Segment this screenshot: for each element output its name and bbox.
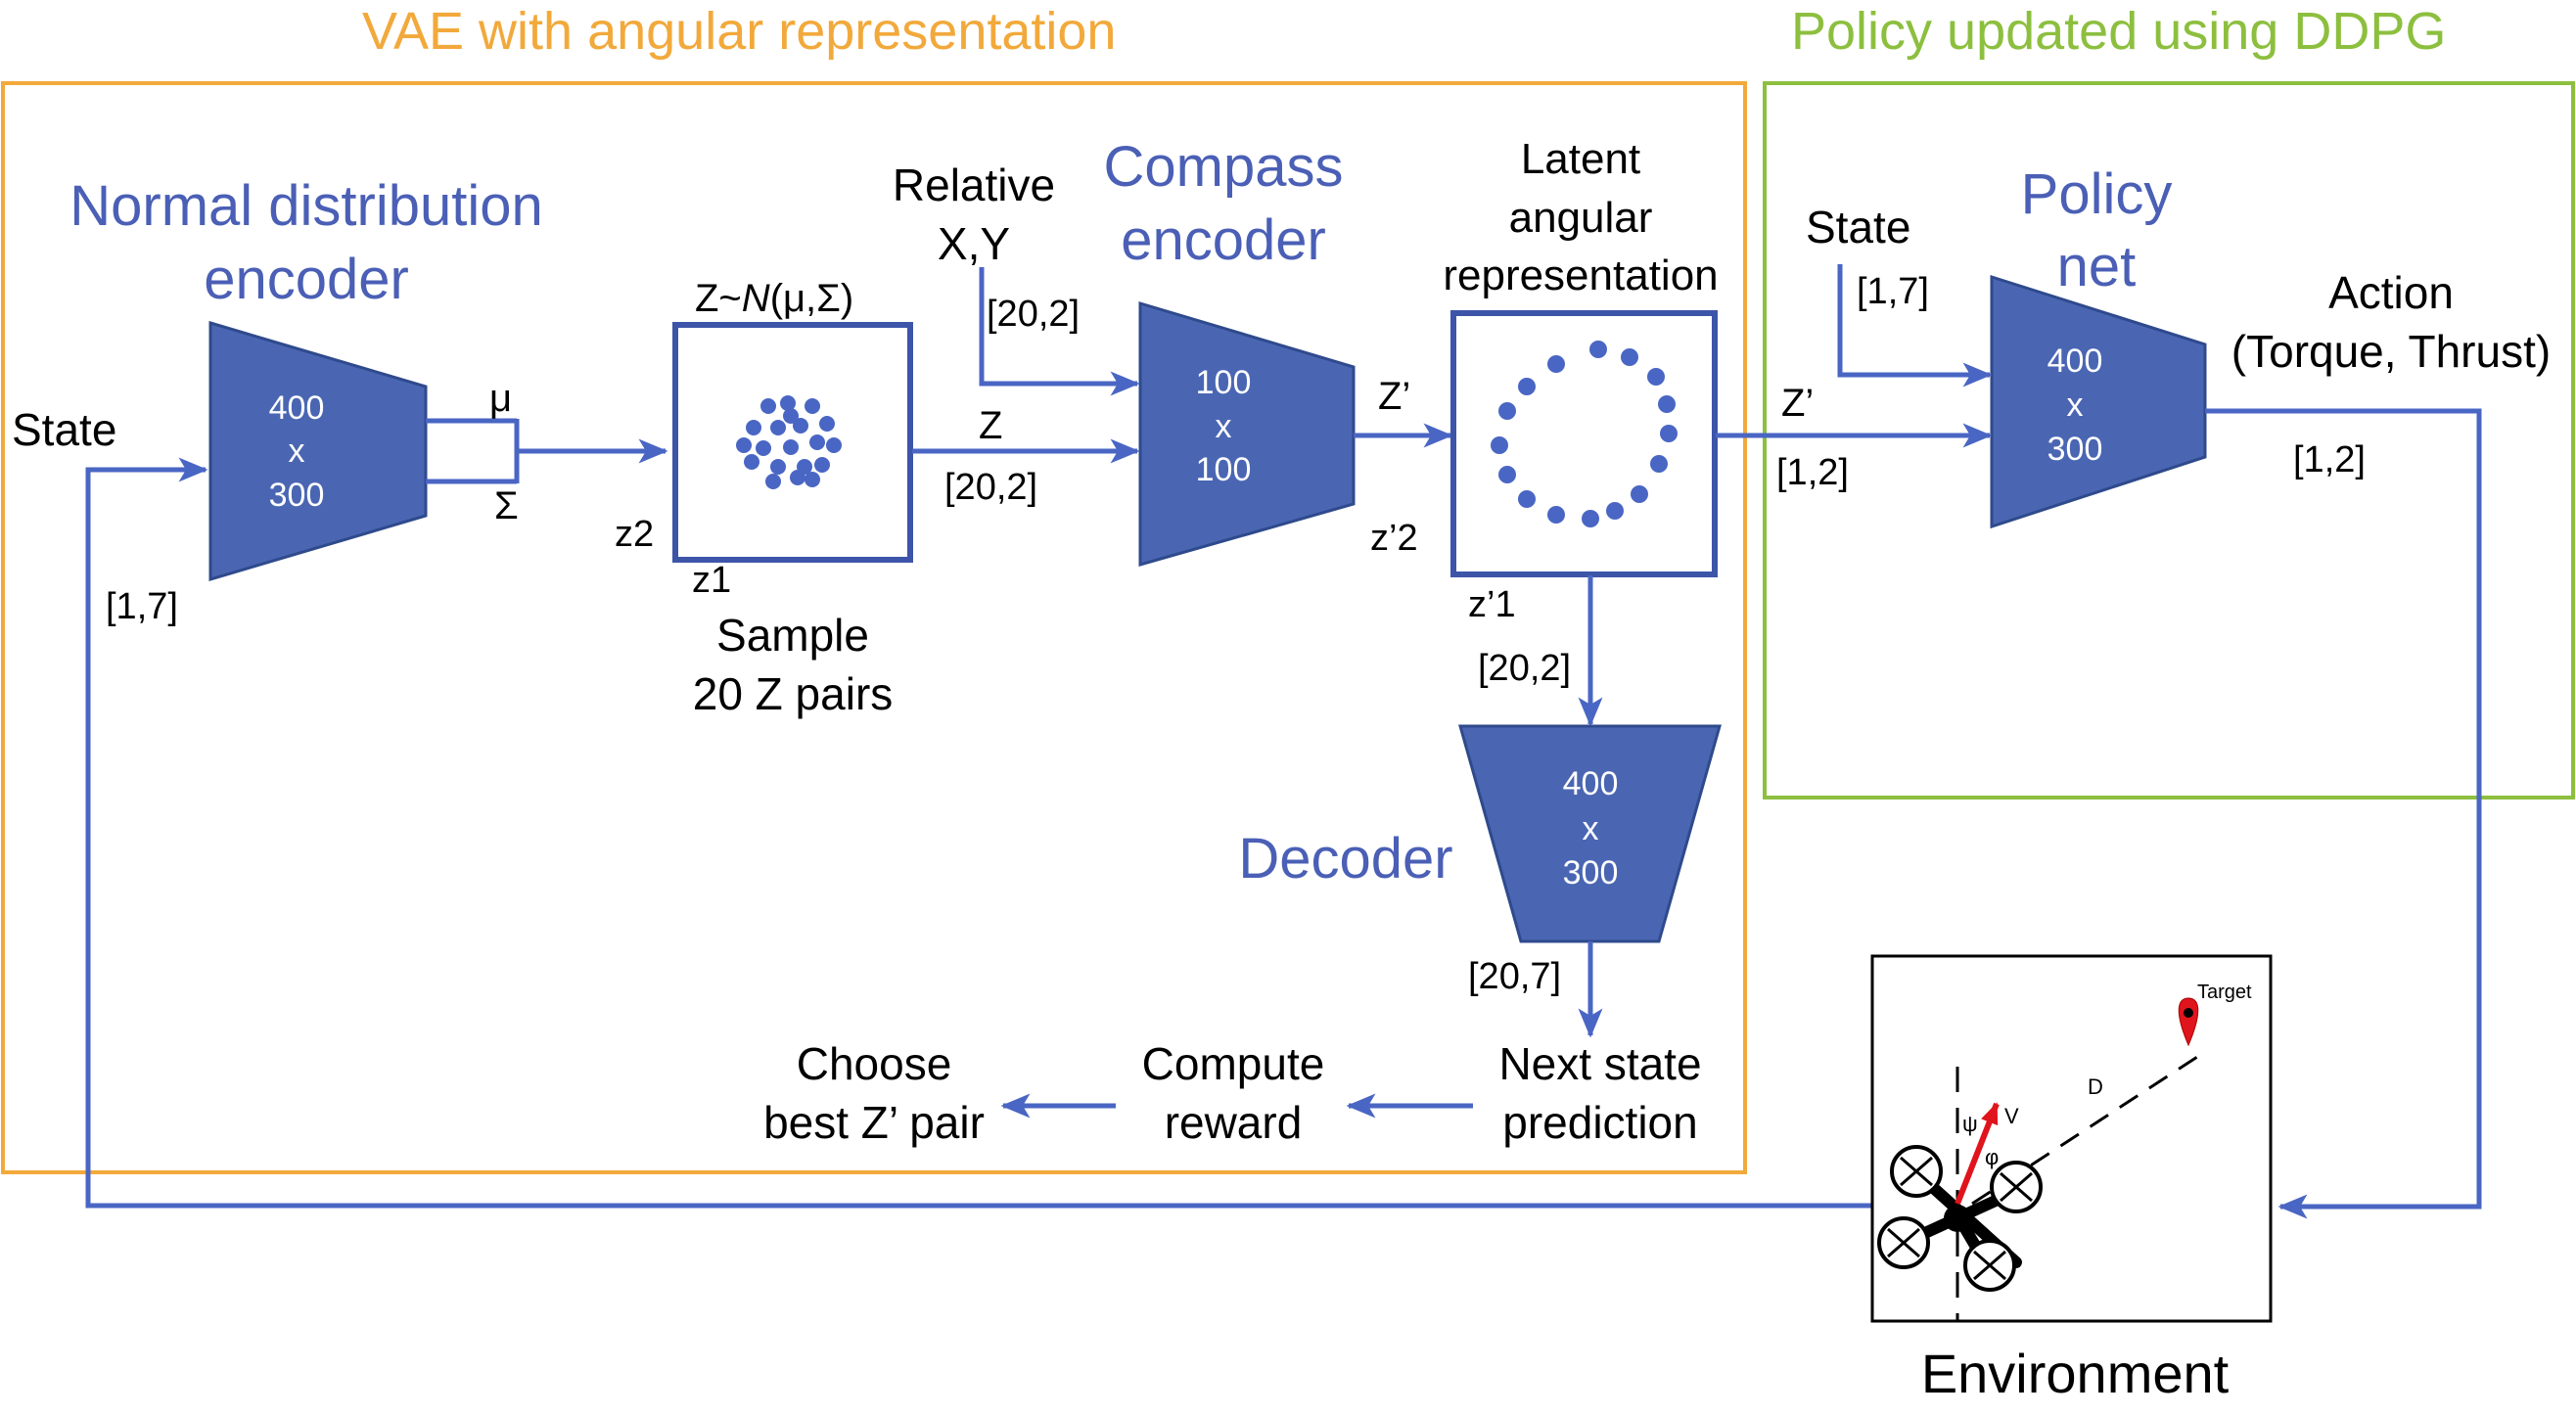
- arrow-environment-to-state: [85, 457, 1872, 1209]
- policy-title-line1: Policy: [2021, 162, 2173, 226]
- latent-title-line2: angular: [1509, 194, 1653, 242]
- mu-label: μ: [489, 377, 512, 420]
- encoder-size-line1: 400: [269, 389, 325, 427]
- encoder-title-line1: Normal distribution: [69, 174, 543, 238]
- target-label: Target: [2197, 982, 2252, 1003]
- phi-label: φ: [1985, 1145, 1999, 1169]
- choose-line1: Choose: [797, 1038, 952, 1089]
- latent-axis-y: z’2: [1370, 518, 1418, 559]
- compute-reward-line1: Compute: [1142, 1038, 1325, 1089]
- ddpg-group-frame: [1763, 81, 2575, 799]
- compass-size-line1: 100: [1196, 364, 1252, 401]
- policy-state-label: State: [1806, 202, 1910, 252]
- decoder-size-line2: x: [1583, 810, 1599, 847]
- compass-title-line1: Compass: [1104, 135, 1344, 199]
- decoder-size-line1: 400: [1563, 765, 1619, 802]
- compass-title-line2: encoder: [1121, 208, 1326, 272]
- arrow-relative-to-compass: [979, 267, 1140, 396]
- sampler-axis-x: z1: [692, 560, 731, 601]
- relative-line1: Relative: [893, 160, 1055, 210]
- arrow-action-to-environment: [2205, 408, 2482, 1219]
- latent-axis-x: z’1: [1468, 584, 1516, 625]
- encoder-title-line2: encoder: [204, 248, 409, 311]
- policy-block: [1990, 274, 2207, 529]
- latent-title-line3: representation: [1443, 251, 1718, 299]
- action-line2: (Torque, Thrust): [2231, 326, 2551, 377]
- policy-size-line2: x: [2067, 387, 2084, 424]
- relative-shape: [20,2]: [987, 294, 1080, 335]
- encoder-input-label: State: [12, 404, 116, 455]
- distance-label: D: [2088, 1074, 2103, 1099]
- decoder-out-shape: [20,7]: [1468, 956, 1561, 997]
- next-state-line1: Next state: [1498, 1038, 1701, 1089]
- sampler-axis-y: z2: [615, 514, 654, 555]
- vae-group-frame: [1, 81, 1747, 1174]
- action-line1: Action: [2328, 267, 2454, 318]
- action-shape: [1,2]: [2293, 439, 2366, 480]
- compass-block: [1138, 300, 1356, 567]
- decoder-size-line3: 300: [1563, 854, 1619, 891]
- compass-size-line3: 100: [1196, 451, 1252, 488]
- latent-down-shape: [20,2]: [1478, 648, 1571, 689]
- policy-z-label: Z’: [1781, 382, 1814, 425]
- policy-size-line1: 400: [2047, 343, 2103, 380]
- next-state-line2: prediction: [1502, 1097, 1697, 1148]
- sampler-caption-line1: Sample: [716, 610, 869, 661]
- sampler-distribution: Z~N(μ,Σ): [695, 277, 853, 320]
- sampler-out-shape: [20,2]: [944, 467, 1037, 508]
- policy-title-line2: net: [2057, 235, 2137, 298]
- environment-scene: [1877, 997, 2199, 1321]
- compass-size-line2: x: [1216, 408, 1232, 445]
- choose-line2: best Z’ pair: [763, 1097, 985, 1148]
- encoder-input-shape: [1,7]: [106, 586, 178, 627]
- latent-title-line1: Latent: [1521, 135, 1640, 183]
- vae-group-title: VAE with angular representation: [362, 2, 1116, 61]
- encoder-block: [208, 320, 428, 582]
- relative-line2: X,Y: [938, 218, 1010, 269]
- policy-size-line3: 300: [2047, 431, 2103, 468]
- latent-ring: [1491, 341, 1678, 527]
- psi-label: ψ: [1962, 1112, 1978, 1136]
- policy-z-shape: [1,2]: [1776, 452, 1849, 493]
- decoder-block: [1458, 724, 1722, 943]
- sigma-label: Σ: [494, 484, 519, 527]
- environment-caption: Environment: [1921, 1343, 2230, 1404]
- velocity-label: V: [2004, 1104, 2019, 1128]
- sample-cluster: [736, 395, 842, 489]
- policy-state-shape: [1,7]: [1857, 271, 1929, 312]
- compass-out-label: Z’: [1378, 375, 1410, 418]
- arrow-state-to-policy: [1837, 264, 1993, 388]
- encoder-size-line3: 300: [269, 477, 325, 514]
- sampler-caption-line2: 20 Z pairs: [693, 668, 894, 719]
- compute-reward-line2: reward: [1165, 1097, 1303, 1148]
- decoder-title: Decoder: [1238, 827, 1452, 891]
- sampler-out-label: Z: [979, 404, 1002, 447]
- ddpg-group-title: Policy updated using DDPG: [1791, 2, 2446, 61]
- encoder-size-line2: x: [289, 433, 305, 470]
